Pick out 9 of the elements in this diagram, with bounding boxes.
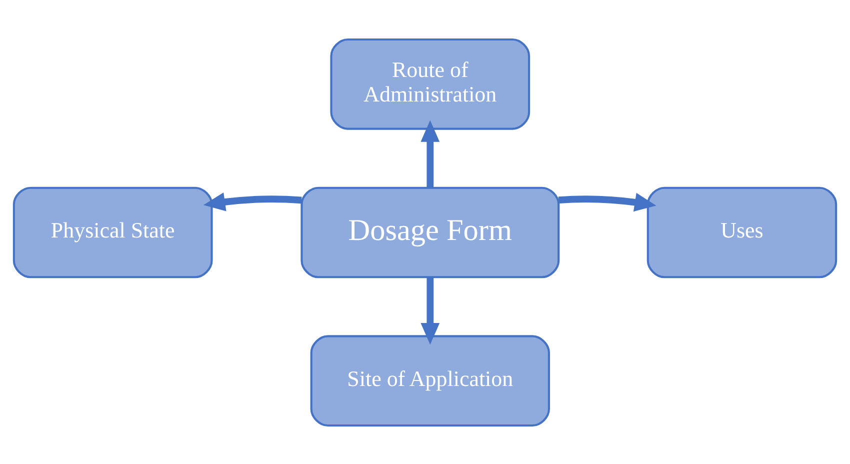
node-box: Physical State [12,186,213,278]
node-box: Route of Administration [330,38,530,130]
node-box: Uses [646,186,838,278]
arrow [558,192,656,212]
arrow [420,120,440,188]
arrow [420,276,440,344]
node-box: Site of Application [310,334,550,426]
arrow [204,192,302,211]
node-box: Dosage Form [300,186,560,278]
